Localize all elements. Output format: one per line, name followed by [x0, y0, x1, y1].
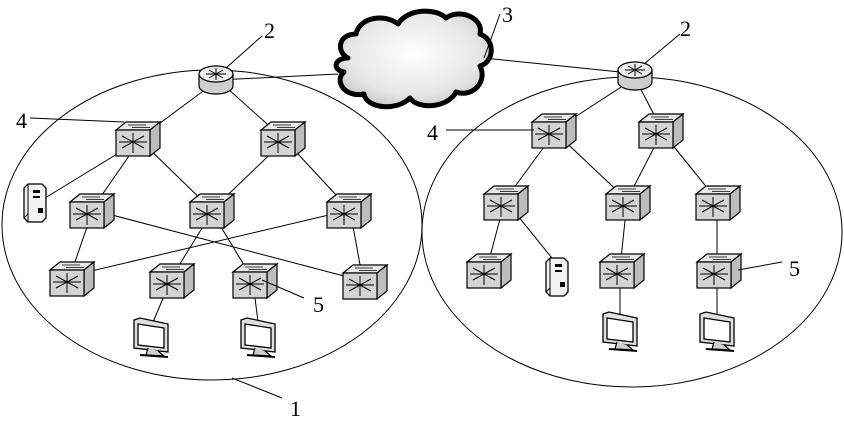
monitor-icon	[241, 318, 275, 357]
leader-line-1	[232, 378, 282, 398]
switch-icon	[484, 186, 528, 220]
label-access-switch-left: 5	[313, 292, 324, 317]
monitor-icon	[134, 318, 168, 357]
cloud-icon	[336, 11, 491, 107]
switch-icon	[116, 122, 160, 156]
switch-icon	[343, 265, 387, 299]
switch-icon	[639, 114, 683, 148]
switch-icon	[606, 186, 650, 220]
switch-icon	[696, 186, 740, 220]
switch-icon	[233, 264, 277, 298]
label-router-left: 2	[264, 18, 275, 43]
label-router-right: 2	[680, 16, 691, 41]
link-router-cloud-left	[218, 74, 338, 80]
router-icon	[199, 66, 233, 94]
server-icon	[546, 258, 568, 296]
label-network-domain: 1	[290, 396, 301, 421]
leader-line-4-left	[30, 118, 124, 122]
switch-icon	[697, 254, 741, 288]
leader-line-2-left	[226, 36, 262, 68]
label-access-switch-right: 5	[789, 256, 800, 281]
switch-icon	[190, 194, 234, 228]
leader-line-2-right	[644, 34, 680, 64]
leader-line-5-right	[738, 262, 782, 270]
label-cloud: 3	[502, 2, 513, 27]
switch-icon	[467, 254, 511, 288]
switch-icon	[50, 262, 94, 296]
label-aggregation-switch-left: 4	[16, 108, 27, 133]
switch-icon	[150, 264, 194, 298]
server-icon	[24, 184, 46, 222]
monitor-icon	[603, 312, 637, 351]
switch-icon	[532, 114, 576, 148]
monitor-icon	[700, 312, 734, 351]
label-aggregation-switch-right: 4	[427, 120, 438, 145]
link-router-cloud-right	[484, 58, 620, 72]
switch-icon	[70, 194, 114, 228]
switch-icon	[327, 194, 371, 228]
router-icon	[618, 62, 652, 90]
switch-icon	[261, 122, 305, 156]
switch-icon	[600, 254, 644, 288]
